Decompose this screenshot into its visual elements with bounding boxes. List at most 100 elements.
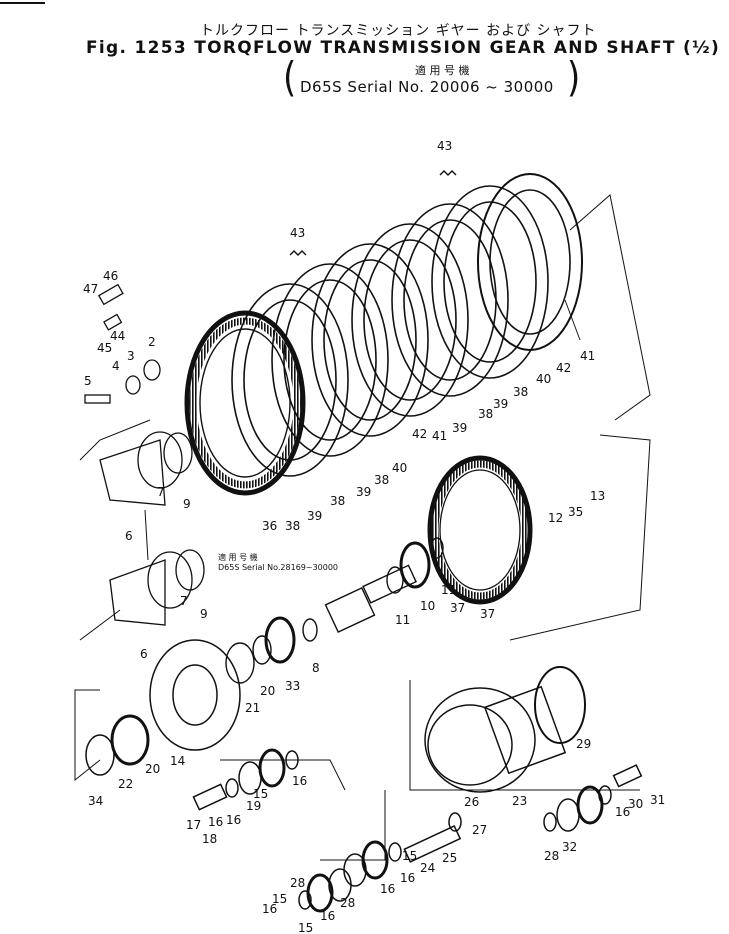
callout-22: 22 bbox=[118, 777, 133, 791]
callout-16: 16 bbox=[380, 882, 395, 896]
callout-19: 19 bbox=[246, 799, 261, 813]
callout-28: 28 bbox=[340, 896, 355, 910]
callout-16: 16 bbox=[320, 909, 335, 923]
callout-11: 11 bbox=[395, 613, 410, 627]
serial-paren-right: ) bbox=[567, 54, 581, 102]
housing-41 bbox=[477, 173, 583, 351]
callout-16: 16 bbox=[208, 815, 223, 829]
callout-35: 35 bbox=[568, 505, 583, 519]
callout-43: 43 bbox=[290, 226, 305, 240]
disc-39b bbox=[351, 223, 469, 417]
disc-38a bbox=[231, 283, 349, 477]
callout-39: 39 bbox=[493, 397, 508, 411]
callout-30: 30 bbox=[628, 797, 643, 811]
callout-16: 16 bbox=[615, 805, 630, 819]
callout-45: 45 bbox=[97, 341, 112, 355]
callout-16: 16 bbox=[262, 902, 277, 916]
disc-39c bbox=[431, 185, 549, 379]
callout-20: 20 bbox=[145, 762, 160, 776]
callout-37: 37 bbox=[450, 601, 465, 615]
callout-42: 42 bbox=[412, 427, 427, 441]
serial-paren-left: ( bbox=[283, 54, 297, 102]
callout-28: 28 bbox=[544, 849, 559, 863]
callout-15: 15 bbox=[253, 787, 268, 801]
carrier-14 bbox=[85, 639, 241, 776]
callout-43: 43 bbox=[437, 139, 452, 153]
callout-39: 39 bbox=[307, 509, 322, 523]
callout-36: 36 bbox=[262, 519, 277, 533]
callout-31: 31 bbox=[650, 793, 665, 807]
callout-34: 34 bbox=[88, 794, 103, 808]
callout-16: 16 bbox=[292, 774, 307, 788]
callout-13: 13 bbox=[590, 489, 605, 503]
callout-44: 44 bbox=[110, 329, 125, 343]
corner-rule bbox=[0, 2, 45, 4]
disc-38b bbox=[311, 243, 429, 437]
callout-20: 20 bbox=[260, 684, 275, 698]
callout-37: 37 bbox=[480, 607, 495, 621]
callout-38: 38 bbox=[374, 473, 389, 487]
small-parts-left bbox=[84, 283, 205, 626]
callout-5: 5 bbox=[84, 374, 92, 388]
japanese-title: トルクフロー トランスミッション ギヤー および シャフト bbox=[200, 23, 597, 39]
callout-28: 28 bbox=[290, 876, 305, 890]
callout-27: 27 bbox=[472, 823, 487, 837]
callout-38: 38 bbox=[330, 494, 345, 508]
callout-9: 9 bbox=[200, 607, 208, 621]
clutch-disc-stack bbox=[184, 173, 583, 496]
callout-14: 14 bbox=[170, 754, 185, 768]
callout-21: 21 bbox=[245, 701, 260, 715]
callout-11: 11 bbox=[441, 583, 456, 597]
callout-23: 23 bbox=[512, 794, 527, 808]
callout-38: 38 bbox=[285, 519, 300, 533]
callout-12: 12 bbox=[548, 511, 563, 525]
figure-title: Fig. 1253 TORQFLOW TRANSMISSION GEAR AND… bbox=[86, 38, 721, 58]
ring-gear-36 bbox=[184, 310, 306, 496]
callout-41: 41 bbox=[580, 349, 595, 363]
callout-8: 8 bbox=[312, 661, 320, 675]
callout-38: 38 bbox=[513, 385, 528, 399]
callout-7: 7 bbox=[157, 485, 165, 499]
callout-47: 47 bbox=[83, 282, 98, 296]
serial-range: D65S Serial No. 20006 ~ 30000 bbox=[300, 78, 554, 96]
springs-43 bbox=[289, 170, 457, 256]
callout-25: 25 bbox=[442, 851, 457, 865]
callout-15: 15 bbox=[272, 892, 287, 906]
header: トルクフロー トランスミッション ギヤー および シャフト Fig. 1253 … bbox=[0, 0, 729, 102]
ring-gear-37 bbox=[427, 455, 533, 605]
callout-16: 16 bbox=[400, 871, 415, 885]
applicable-label: 適 用 号 機 bbox=[415, 64, 470, 77]
housing-23 bbox=[424, 666, 586, 793]
callout-6: 6 bbox=[125, 529, 133, 543]
callout-10: 10 bbox=[420, 599, 435, 613]
callout-40: 40 bbox=[536, 372, 551, 386]
inset-serial-note: D65S Serial No.28169~30000 bbox=[218, 563, 339, 572]
callout-39: 39 bbox=[356, 485, 371, 499]
callout-4: 4 bbox=[112, 359, 120, 373]
callout-16: 16 bbox=[226, 813, 241, 827]
callout-42: 42 bbox=[556, 361, 571, 375]
callout-38: 38 bbox=[478, 407, 493, 421]
callout-6: 6 bbox=[140, 647, 148, 661]
leader-lines bbox=[74, 194, 651, 861]
center-shaft bbox=[225, 537, 444, 684]
callout-15: 15 bbox=[298, 921, 313, 934]
disc-39a bbox=[271, 263, 389, 457]
disc-38c bbox=[391, 203, 509, 397]
callout-33: 33 bbox=[285, 679, 300, 693]
callout-39: 39 bbox=[452, 421, 467, 435]
callout-15: 15 bbox=[402, 849, 417, 863]
callout-9: 9 bbox=[183, 497, 191, 511]
callout-29: 29 bbox=[576, 737, 591, 751]
callout-46: 46 bbox=[103, 269, 118, 283]
callout-3: 3 bbox=[127, 349, 135, 363]
callout-7: 7 bbox=[180, 594, 188, 608]
callout-26: 26 bbox=[464, 795, 479, 809]
callout-2: 2 bbox=[148, 335, 156, 349]
callout-32: 32 bbox=[562, 840, 577, 854]
callout-18: 18 bbox=[202, 832, 217, 846]
callout-41: 41 bbox=[432, 429, 447, 443]
callout-17: 17 bbox=[186, 818, 201, 832]
